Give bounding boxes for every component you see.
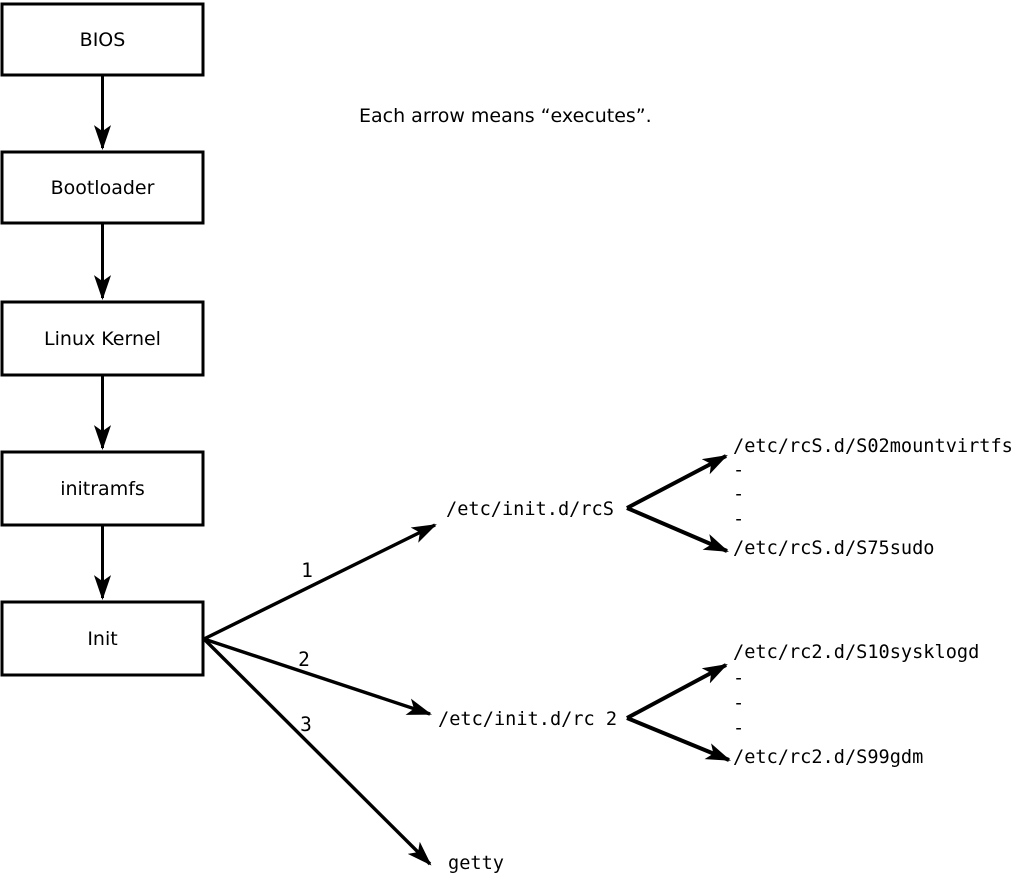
arrow-init-to-rcs-script xyxy=(203,523,437,641)
arrow-init-to-rc2-script xyxy=(203,637,432,716)
arrow-label-1: 1 xyxy=(301,559,313,582)
kernel-label: Linux Kernel xyxy=(44,328,161,350)
ellipsis-tick: - xyxy=(733,509,744,530)
rc2-script-label: /etc/init.d/rc 2 xyxy=(438,709,617,730)
getty-label: getty xyxy=(448,853,504,874)
arrow-label-3: 3 xyxy=(300,713,312,736)
ellipsis-tick: - xyxy=(733,718,744,739)
bootloader-label: Bootloader xyxy=(51,177,155,199)
init-box xyxy=(0,600,205,677)
arrow-rcs-to-last xyxy=(626,506,729,553)
arrow-init-to-getty xyxy=(202,637,432,866)
ellipsis-tick: - xyxy=(733,460,744,481)
ellipsis-tick: - xyxy=(733,693,744,714)
ellipsis-tick: - xyxy=(733,668,744,689)
rcs-last-entry-label: /etc/rcS.d/S75sudo xyxy=(733,538,935,559)
arrow-rc2-to-first xyxy=(626,663,728,720)
rc2-last-entry-label: /etc/rc2.d/S99gdm xyxy=(733,747,923,768)
rcs-first-entry-label: /etc/rcS.d/S02mountvirtfs xyxy=(733,436,1013,457)
rc2-first-entry-label: /etc/rc2.d/S10sysklogd xyxy=(733,642,979,663)
bios-label: BIOS xyxy=(80,29,126,51)
arrow-rc2-to-last xyxy=(626,716,731,762)
arrow-rcs-to-first xyxy=(626,454,728,510)
ellipsis-tick: - xyxy=(733,484,744,505)
rcs-script-label: /etc/init.d/rcS xyxy=(446,499,614,520)
bootloader-box xyxy=(0,150,205,225)
arrow-label-2: 2 xyxy=(298,648,310,671)
initramfs-box xyxy=(0,450,205,527)
bios-box xyxy=(0,2,205,77)
initramfs-label: initramfs xyxy=(60,478,145,500)
init-label: Init xyxy=(87,628,117,650)
legend-note: Each arrow means “executes”. xyxy=(359,105,652,127)
kernel-box xyxy=(0,300,205,377)
